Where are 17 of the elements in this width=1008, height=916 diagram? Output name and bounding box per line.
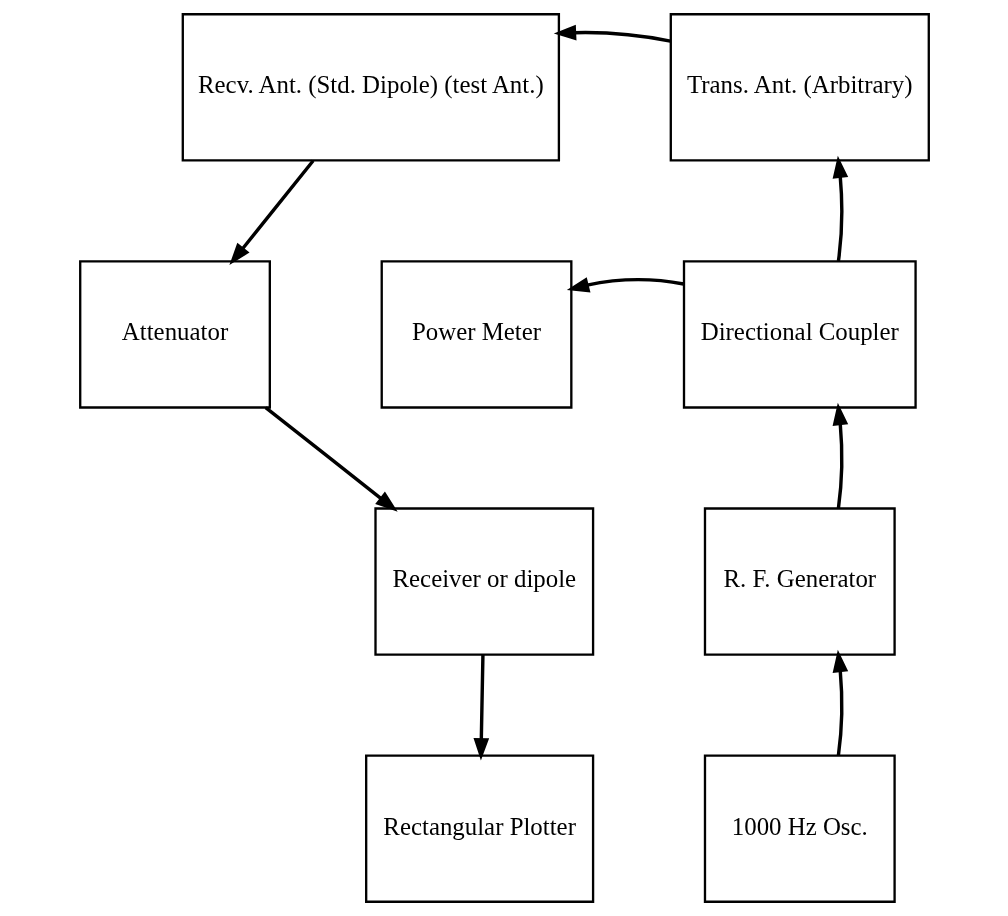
node-box: Recv. Ant. (Std. Dipole) (test Ant.) bbox=[181, 13, 560, 162]
arrow bbox=[832, 402, 848, 509]
node-box: Power Meter bbox=[380, 260, 572, 409]
node-box: Receiver or dipole bbox=[373, 507, 594, 656]
arrow bbox=[553, 24, 671, 43]
arrow bbox=[264, 406, 398, 512]
arrow bbox=[228, 159, 314, 266]
node-box: R. F. Generator bbox=[703, 507, 896, 656]
node-box: Trans. Ant. (Arbitrary) bbox=[669, 13, 930, 162]
arrow bbox=[473, 654, 489, 761]
node-box: Directional Coupler bbox=[682, 260, 917, 409]
arrow bbox=[832, 155, 848, 262]
node-box: 1000 Hz Osc. bbox=[703, 754, 896, 903]
arrow bbox=[566, 277, 684, 293]
node-box: Attenuator bbox=[78, 260, 271, 409]
node-box: Rectangular Plotter bbox=[364, 754, 594, 903]
arrow bbox=[832, 649, 848, 756]
